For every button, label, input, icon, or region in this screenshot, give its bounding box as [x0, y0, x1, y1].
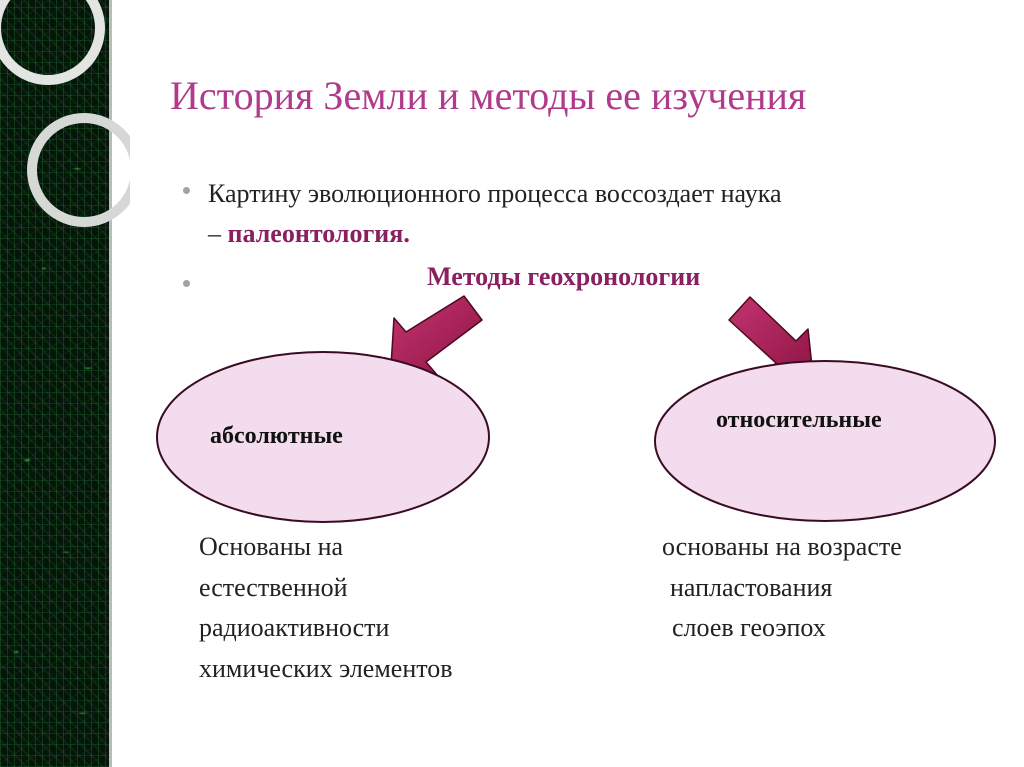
oval-absolute [156, 351, 490, 523]
bullet-dot [183, 187, 190, 194]
decorative-circles [0, 0, 130, 227]
methods-heading: Методы геохронологии [427, 262, 701, 291]
description-line: естественной [199, 572, 348, 602]
term-paleontology: палеонтология. [227, 219, 410, 248]
description-line: Основаны на [199, 532, 344, 561]
description-line: слоев геоэпох [672, 613, 826, 642]
description-line: радиоактивности [199, 613, 390, 642]
decorative-ring-bottom [27, 113, 130, 227]
slide-title: История Земли и методы ее изучения [170, 73, 807, 118]
oval-absolute-label: абсолютные [210, 423, 343, 449]
bullet-dash: – [208, 219, 228, 248]
panel-divider [109, 0, 112, 767]
oval-relative-label: относительные [716, 407, 882, 433]
absolute-methods-description: Основаны на естественной радиоактивности… [199, 527, 453, 689]
relative-methods-description: основаны на возрасте напластования слоев… [662, 527, 902, 649]
bullet-dot [183, 280, 190, 287]
oval-relative [654, 360, 996, 522]
description-line: основаны на возрасте [662, 532, 902, 561]
bullet-text-prefix: Картину эволюционного процесса воссоздае… [208, 179, 782, 208]
bullet-paleontology: Картину эволюционного процесса воссоздае… [208, 174, 988, 254]
description-line: химических элементов [199, 653, 453, 683]
description-line: напластования [670, 572, 833, 602]
decorative-ring-top [0, 0, 105, 85]
